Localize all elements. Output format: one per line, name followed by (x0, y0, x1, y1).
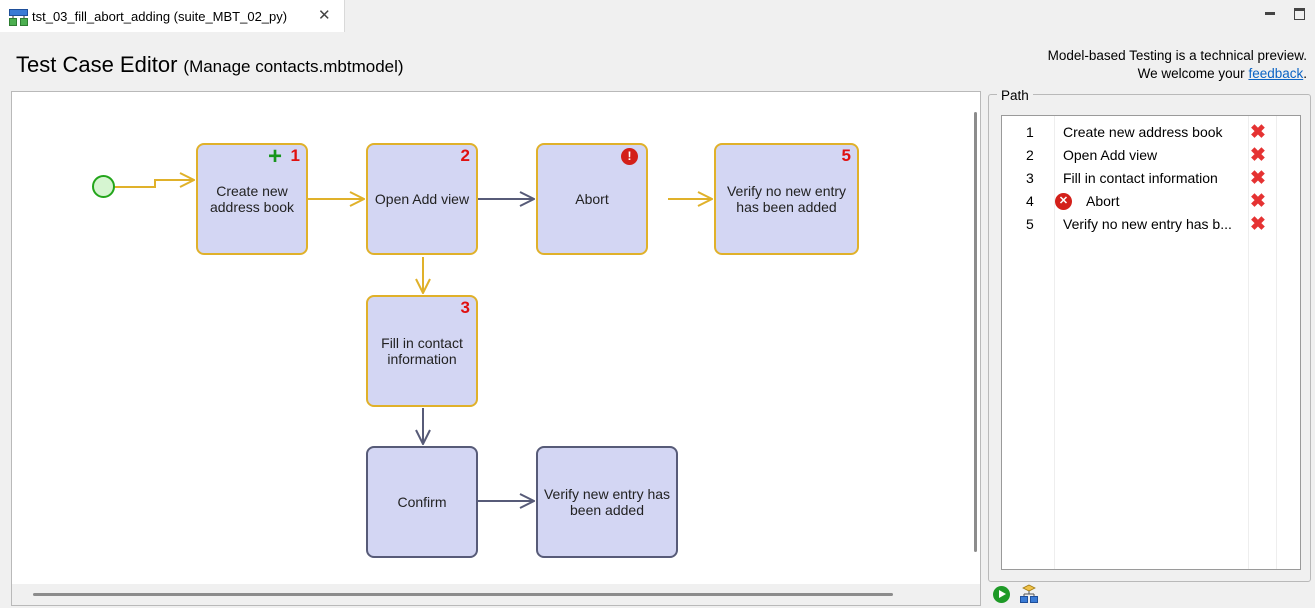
start-node[interactable] (92, 175, 115, 198)
path-row[interactable]: 2 Open Add view ✖ (1002, 144, 1300, 167)
horizontal-scrollbar[interactable] (33, 593, 893, 596)
edge-start-to-create (114, 180, 194, 188)
row-text: Open Add view (1063, 147, 1158, 163)
node-label: Abort (575, 191, 609, 207)
row-index: 2 (1026, 147, 1034, 163)
notice-line-1: Model-based Testing is a technical previ… (1047, 48, 1307, 63)
path-row[interactable]: 5 Verify no new entry has b... ✖ (1002, 213, 1300, 236)
vertical-scrollbar[interactable] (974, 112, 977, 552)
minimize-icon[interactable] (1265, 12, 1275, 15)
row-index: 1 (1026, 124, 1034, 140)
node-create-address-book[interactable]: + 1 Create new address book (196, 143, 308, 255)
row-index: 5 (1026, 216, 1034, 232)
run-icon[interactable] (993, 586, 1010, 603)
notice-prefix: We welcome your (1137, 66, 1249, 81)
diagram-edges (114, 92, 981, 606)
row-index: 4 (1026, 193, 1034, 209)
remove-icon[interactable]: ✖ (1250, 122, 1266, 143)
editor-tab[interactable]: tst_03_fill_abort_adding (suite_MBT_02_p… (0, 0, 345, 32)
node-confirm[interactable]: Confirm (366, 446, 478, 558)
path-row[interactable]: 1 Create new address book ✖ (1002, 121, 1300, 144)
diagram-canvas[interactable]: + 1 Create new address book 2 Open Add v… (11, 91, 981, 606)
column-divider (1248, 116, 1249, 569)
node-label: Open Add view (374, 191, 470, 207)
path-panel: Path 1 Create new address book ✖ 2 Open … (988, 89, 1311, 582)
maximize-icon[interactable] (1294, 8, 1305, 20)
row-text: Create new address book (1063, 124, 1223, 140)
editor-subtitle: (Manage contacts.mbtmodel) (183, 57, 404, 76)
node-verify-new-entry[interactable]: Verify new entry has been added (536, 446, 678, 558)
error-icon: ! (621, 148, 638, 165)
row-index: 3 (1026, 170, 1034, 186)
test-case-icon (9, 9, 28, 26)
tab-title: tst_03_fill_abort_adding (suite_MBT_02_p… (32, 9, 288, 24)
column-divider (1054, 116, 1055, 569)
column-divider (1276, 116, 1277, 569)
row-text: Abort (1086, 193, 1120, 209)
horizontal-scroll-area (12, 584, 980, 605)
error-icon: ✕ (1055, 193, 1072, 210)
node-label: Confirm (397, 494, 447, 510)
path-row[interactable]: 3 Fill in contact information ✖ (1002, 167, 1300, 190)
notice-line-2: We welcome your feedback. (1048, 65, 1307, 83)
node-number: 1 (290, 146, 300, 165)
notice-suffix: . (1303, 66, 1307, 81)
add-icon: + (267, 143, 282, 170)
row-text: Fill in contact information (1063, 170, 1218, 186)
path-list[interactable]: 1 Create new address book ✖ 2 Open Add v… (1001, 115, 1301, 570)
feedback-link[interactable]: feedback (1248, 66, 1304, 81)
node-number: 3 (460, 298, 470, 317)
node-label: Create new address book (209, 183, 295, 215)
hierarchy-icon[interactable] (1019, 584, 1039, 604)
node-abort[interactable]: ! Abort (536, 143, 648, 255)
node-label: Fill in contact information (381, 335, 463, 367)
node-verify-no-new-entry[interactable]: 5 Verify no new entry has been added (714, 143, 859, 255)
node-label: Verify no new entry has been added (726, 183, 847, 215)
remove-icon[interactable]: ✖ (1250, 145, 1266, 166)
remove-icon[interactable]: ✖ (1250, 214, 1266, 235)
node-number: 5 (841, 146, 851, 165)
remove-icon[interactable]: ✖ (1250, 168, 1266, 189)
remove-icon[interactable]: ✖ (1250, 191, 1266, 212)
preview-notice: Model-based Testing is a technical previ… (1048, 47, 1307, 83)
node-fill-contact-info[interactable]: 3 Fill in contact information (366, 295, 478, 407)
tab-bar: tst_03_fill_abort_adding (suite_MBT_02_p… (0, 0, 1315, 33)
node-label: Verify new entry has been added (543, 486, 671, 518)
page-title: Test Case Editor (Manage contacts.mbtmode… (16, 52, 404, 78)
editor-title: Test Case Editor (16, 52, 178, 77)
path-legend: Path (997, 89, 1033, 103)
row-text: Verify no new entry has b... (1063, 216, 1232, 232)
path-row[interactable]: 4 ✕ Abort ✖ (1002, 190, 1300, 213)
close-icon[interactable]: ✕ (318, 7, 331, 24)
node-number: 2 (460, 146, 470, 165)
node-open-add-view[interactable]: 2 Open Add view (366, 143, 478, 255)
